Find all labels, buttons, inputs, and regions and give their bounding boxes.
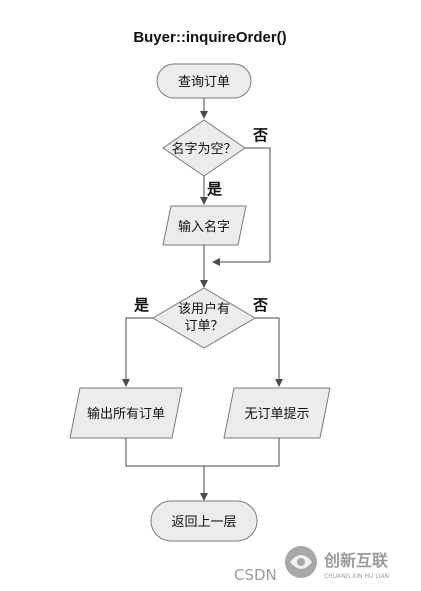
name-yes-label: 是 xyxy=(206,180,223,198)
start-terminator: 查询订单 xyxy=(156,63,252,99)
watermark-source: CSDN xyxy=(234,566,277,584)
edge-orders-no xyxy=(255,317,283,387)
end-terminator: 返回上一层 xyxy=(150,500,258,542)
name-no-label: 否 xyxy=(252,126,268,144)
no-orders-prompt-io: 无订单提示 xyxy=(223,387,331,439)
has-orders-label-line2: 订单？ xyxy=(184,319,223,334)
edge-orders-yes xyxy=(122,317,153,387)
end-label: 返回上一层 xyxy=(171,515,236,530)
has-orders-label-line1: 该用户有 xyxy=(178,301,230,317)
orders-no-label: 否 xyxy=(252,296,268,314)
output-all-orders-io: 输出所有订单 xyxy=(69,387,183,439)
output-all-orders-label: 输出所有订单 xyxy=(87,406,165,422)
brand-logo-icon xyxy=(285,546,317,578)
orders-yes-label: 是 xyxy=(133,296,150,314)
watermark-brand: 创新互联 xyxy=(323,551,388,570)
name-empty-label: 名字为空？ xyxy=(171,141,236,157)
start-label: 查询订单 xyxy=(178,75,230,90)
watermark-brand-sub: CHUANG XIN HU LIAN xyxy=(324,573,389,580)
name-empty-decision: 名字为空？ xyxy=(162,119,246,177)
edge-name-no xyxy=(212,147,271,266)
has-orders-decision: 该用户有 订单？ xyxy=(152,287,256,349)
input-name-label: 输入名字 xyxy=(178,219,230,235)
no-orders-prompt-label: 无订单提示 xyxy=(244,406,309,422)
watermark: CSDN 创新互联 CHUANG XIN HU LIAN xyxy=(234,546,389,584)
edge-merge xyxy=(125,438,280,467)
input-name-io: 输入名字 xyxy=(162,205,247,246)
diagram-title: Buyer::inquireOrder() xyxy=(133,29,286,46)
